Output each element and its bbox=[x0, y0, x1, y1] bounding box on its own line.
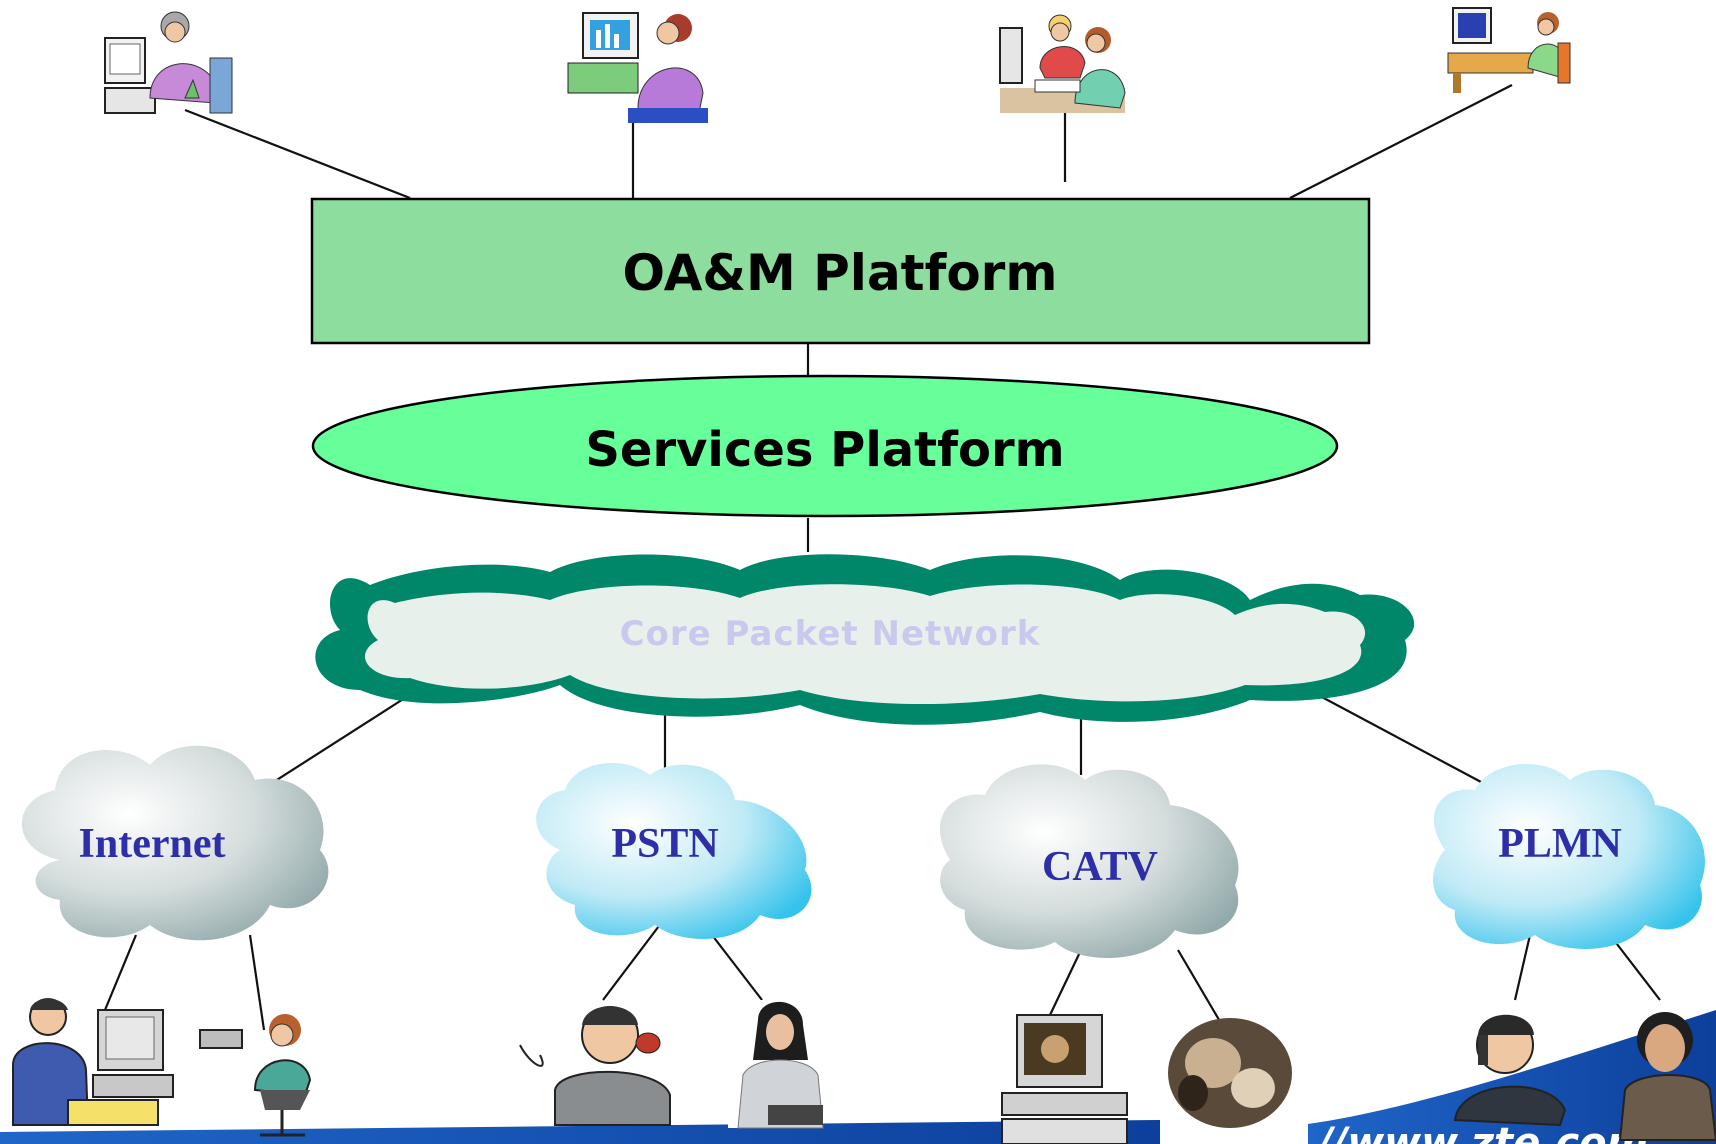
video-icon bbox=[1168, 1018, 1292, 1128]
catv-label: CATV bbox=[1042, 844, 1158, 890]
pstn-label: PSTN bbox=[611, 821, 718, 867]
operator-computer-icon bbox=[104, 11, 233, 114]
core-packet-network-cloud: Core Packet Network bbox=[315, 554, 1415, 725]
mobile-user-icon bbox=[1618, 1012, 1716, 1141]
services-platform-ellipse: Services Platform bbox=[311, 374, 1339, 518]
phone-user-icon bbox=[519, 1006, 671, 1126]
tv-computer-icon bbox=[1001, 1014, 1128, 1144]
plmn-cloud: PLMN bbox=[1433, 763, 1705, 949]
desktop-user-icon bbox=[12, 998, 174, 1126]
oam-platform-label: OA&M Platform bbox=[623, 244, 1058, 302]
operator-computer-icon bbox=[1447, 7, 1571, 93]
phone-user-icon bbox=[728, 1000, 824, 1129]
catv-cloud: CATV bbox=[939, 764, 1239, 958]
pstn-cloud: PSTN bbox=[536, 763, 812, 939]
mobile-user-icon bbox=[1453, 1014, 1567, 1127]
core-packet-network-label: Core Packet Network bbox=[620, 614, 1041, 654]
internet-label: Internet bbox=[79, 821, 226, 867]
operator-computer-icon bbox=[567, 12, 708, 123]
internet-cloud: Internet bbox=[21, 745, 329, 941]
footer-banner: //www.zte.com bbox=[0, 1010, 1716, 1144]
oam-platform-box: OA&M Platform bbox=[310, 197, 1371, 345]
services-platform-label: Services Platform bbox=[585, 422, 1064, 478]
plmn-label: PLMN bbox=[1498, 821, 1622, 867]
laptop-user-icon bbox=[199, 1014, 312, 1137]
footer-url: //www.zte.com bbox=[1314, 1120, 1648, 1144]
operator-computer-icon bbox=[999, 14, 1126, 113]
